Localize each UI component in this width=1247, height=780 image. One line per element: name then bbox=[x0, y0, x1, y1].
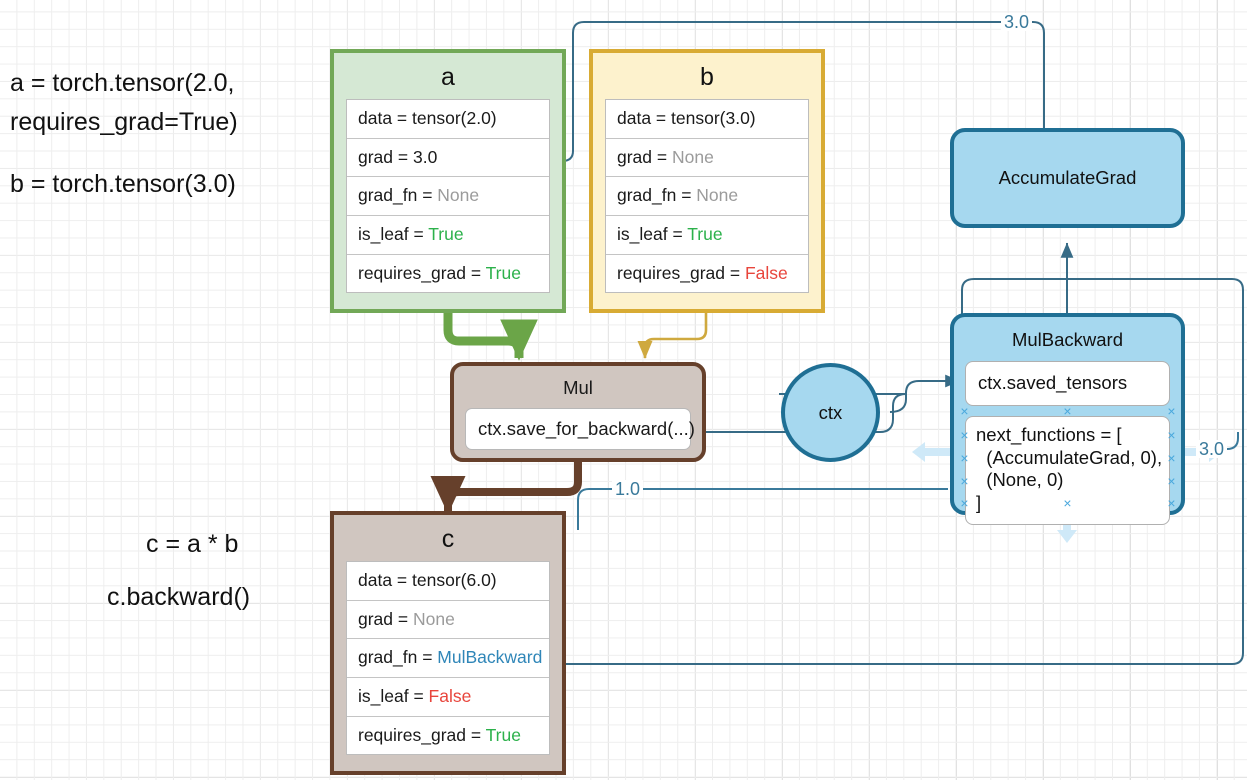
edge-mul-to-c bbox=[430, 462, 582, 515]
caption-tensor-a: a = torch.tensor(2.0, requires_grad=True… bbox=[10, 69, 238, 136]
selection-handle-w1[interactable]: × bbox=[960, 427, 969, 443]
autograd-node-mulbackward[interactable]: MulBackward ctx.saved_tensors next_funct… bbox=[950, 313, 1185, 525]
field-data: data = tensor(6.0) bbox=[347, 562, 549, 601]
selection-handle-ne[interactable]: × bbox=[1167, 403, 1176, 419]
selection-handle-nw[interactable]: × bbox=[960, 403, 969, 419]
mulbackward-next-functions[interactable]: next_functions = [ (AccumulateGrad, 0), … bbox=[965, 415, 1170, 525]
field-requires-grad: requires_grad = False bbox=[617, 262, 788, 283]
op-node-mul-title: Mul bbox=[563, 377, 593, 398]
field-data: data = tensor(2.0) bbox=[347, 100, 549, 139]
field-requires-grad: requires_grad = True bbox=[358, 262, 521, 283]
selection-handle-s[interactable]: × bbox=[1063, 495, 1072, 511]
field-grad-fn: grad_fn = MulBackward bbox=[347, 639, 549, 679]
mulbackward-saved-tensors[interactable]: ctx.saved_tensors bbox=[965, 361, 1170, 406]
edge-label-c-grad: 1.0 bbox=[612, 480, 644, 498]
tensor-node-a[interactable]: a data = tensor(2.0) grad = 3.0 grad_fn … bbox=[330, 49, 566, 313]
field-grad: grad = None bbox=[347, 601, 549, 640]
field-grad: grad = 3.0 bbox=[347, 139, 549, 178]
selection-handle-sw[interactable]: × bbox=[960, 495, 969, 511]
field-is-leaf: is_leaf = False bbox=[347, 678, 549, 717]
edge-b-to-mul bbox=[637, 313, 708, 360]
tensor-node-c[interactable]: c data = tensor(6.0) grad = None grad_fn… bbox=[330, 511, 566, 775]
tensor-node-c-title: c bbox=[441, 525, 455, 553]
tensor-node-b-fields: data = tensor(3.0) grad = None grad_fn =… bbox=[605, 99, 809, 294]
tensor-node-b-title: b bbox=[700, 63, 714, 91]
ctx-circle[interactable]: ctx bbox=[781, 363, 880, 462]
field-grad: grad = None bbox=[606, 139, 808, 178]
op-node-mul-slot[interactable]: ctx.save_for_backward(...) bbox=[465, 408, 695, 450]
field-data: data = tensor(3.0) bbox=[606, 100, 808, 139]
edge-a-to-mul bbox=[443, 312, 538, 361]
field-grad-fn: grad_fn = None bbox=[606, 177, 808, 217]
tensor-node-b[interactable]: b data = tensor(3.0) grad = None grad_fn… bbox=[589, 49, 825, 313]
tensor-node-a-title: a bbox=[441, 63, 455, 91]
selection-handle-w2[interactable]: × bbox=[960, 473, 969, 489]
edge-label-top-grad: 3.0 bbox=[1001, 13, 1033, 31]
caption-tensor-b: b = torch.tensor(3.0) bbox=[10, 170, 236, 198]
selection-handle-se[interactable]: × bbox=[1167, 495, 1176, 511]
selection-handle-e2[interactable]: × bbox=[1167, 473, 1176, 489]
selection-handle-n[interactable]: × bbox=[1063, 403, 1072, 419]
edge-c-grad-1-0 bbox=[577, 488, 948, 530]
field-requires-grad: requires_grad = True bbox=[358, 724, 521, 745]
caption-multiply: c = a * b bbox=[146, 530, 239, 558]
field-grad-fn: grad_fn = None bbox=[347, 177, 549, 217]
edge-ctx-to-mulbackward bbox=[889, 374, 961, 413]
selection-handle-e[interactable]: × bbox=[1167, 450, 1176, 466]
op-node-mul[interactable]: Mul ctx.save_for_backward(...) bbox=[450, 362, 706, 462]
edge-label-right-grad: 3.0 bbox=[1196, 440, 1228, 458]
selection-handle-e1[interactable]: × bbox=[1167, 427, 1176, 443]
field-is-leaf: is_leaf = True bbox=[347, 216, 549, 255]
autograd-node-accumulategrad[interactable]: AccumulateGrad bbox=[950, 128, 1185, 228]
selection-arrow-left bbox=[912, 442, 956, 462]
mulbackward-title: MulBackward bbox=[1011, 329, 1124, 350]
edge-accumulategrad-to-a-grad bbox=[550, 21, 1045, 168]
selection-handle-w[interactable]: × bbox=[960, 450, 969, 466]
field-is-leaf: is_leaf = True bbox=[606, 216, 808, 255]
accumulategrad-label: AccumulateGrad bbox=[998, 167, 1137, 188]
tensor-node-a-fields: data = tensor(2.0) grad = 3.0 grad_fn = … bbox=[346, 99, 550, 294]
caption-backward: c.backward() bbox=[107, 583, 251, 611]
tensor-node-c-fields: data = tensor(6.0) grad = None grad_fn =… bbox=[346, 561, 550, 756]
edge-c-gradfn-to-mulbackward bbox=[551, 278, 1244, 665]
